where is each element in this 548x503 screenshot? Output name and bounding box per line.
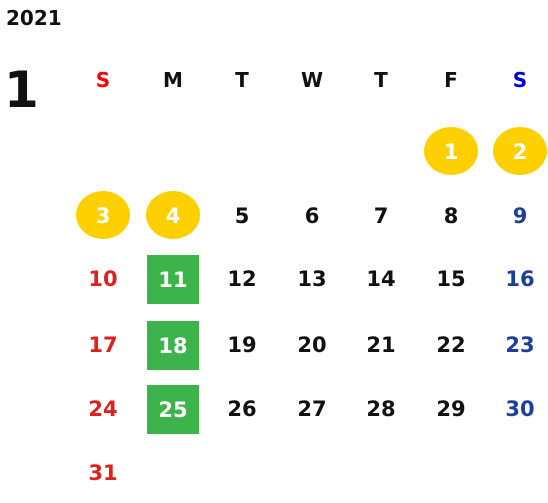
calendar-day-number: 3 — [95, 204, 111, 228]
weekday-header: W — [300, 68, 324, 92]
calendar-day-number: 4 — [165, 204, 181, 228]
calendar-day-number: 11 — [158, 267, 188, 292]
calendar-day[interactable]: 18 — [147, 321, 199, 370]
calendar-day[interactable]: 7 — [355, 194, 407, 238]
calendar-day-number: 18 — [158, 333, 188, 358]
calendar-day[interactable]: 24 — [77, 387, 129, 431]
calendar-day-number: 10 — [88, 267, 118, 291]
calendar-day-number: 19 — [227, 333, 257, 357]
calendar-day-number: 1 — [443, 140, 459, 164]
calendar-day-number: 23 — [505, 333, 535, 357]
calendar-day-number: 17 — [88, 333, 118, 357]
calendar-day[interactable]: 5 — [216, 194, 268, 238]
calendar-day-number: 20 — [297, 333, 327, 357]
calendar-day[interactable]: 4 — [146, 191, 200, 239]
calendar-day[interactable]: 17 — [77, 323, 129, 367]
calendar-day-number: 24 — [88, 397, 118, 421]
calendar-day-number: 15 — [436, 267, 466, 291]
calendar-day-number: 28 — [366, 397, 396, 421]
calendar-day-number: 7 — [373, 204, 389, 228]
calendar-day[interactable]: 19 — [216, 323, 268, 367]
calendar-day-number: 22 — [436, 333, 466, 357]
calendar-day[interactable]: 29 — [425, 387, 477, 431]
calendar-day[interactable]: 21 — [355, 323, 407, 367]
calendar-day[interactable]: 16 — [494, 257, 546, 301]
weekday-header: S — [512, 68, 528, 92]
calendar-day-number: 6 — [304, 204, 320, 228]
calendar-day-number: 9 — [512, 204, 528, 228]
calendar-day-number: 25 — [158, 397, 188, 422]
calendar-day-number: 5 — [234, 204, 250, 228]
calendar-day[interactable]: 15 — [425, 257, 477, 301]
calendar-day[interactable]: 8 — [425, 194, 477, 238]
calendar-day[interactable]: 9 — [494, 194, 546, 238]
calendar-day-number: 31 — [88, 461, 118, 485]
weekday-header: T — [235, 68, 249, 92]
calendar-day[interactable]: 13 — [286, 257, 338, 301]
calendar-day[interactable]: 31 — [77, 451, 129, 495]
calendar-day[interactable]: 2 — [493, 127, 547, 175]
calendar-day[interactable]: 10 — [77, 257, 129, 301]
calendar-day[interactable]: 26 — [216, 387, 268, 431]
calendar-day-number: 8 — [443, 204, 459, 228]
calendar-day-number: 14 — [366, 267, 396, 291]
weekday-header: T — [374, 68, 388, 92]
calendar-day[interactable]: 1 — [424, 127, 478, 175]
weekday-header: M — [163, 68, 183, 92]
calendar-day-number: 29 — [436, 397, 466, 421]
weekday-header: F — [444, 68, 458, 92]
calendar-day[interactable]: 6 — [286, 194, 338, 238]
calendar-day[interactable]: 27 — [286, 387, 338, 431]
calendar-day[interactable]: 12 — [216, 257, 268, 301]
calendar-day[interactable]: 30 — [494, 387, 546, 431]
calendar-day-number: 13 — [297, 267, 327, 291]
calendar-day-number: 16 — [505, 267, 535, 291]
month-number: 1 — [4, 61, 39, 119]
calendar-day-number: 21 — [366, 333, 396, 357]
calendar-day[interactable]: 14 — [355, 257, 407, 301]
calendar-day[interactable]: 28 — [355, 387, 407, 431]
calendar-day[interactable]: 23 — [494, 323, 546, 367]
calendar-day-number: 26 — [227, 397, 257, 421]
calendar-day[interactable]: 3 — [76, 191, 130, 239]
calendar-day-number: 27 — [297, 397, 327, 421]
calendar-day[interactable]: 11 — [147, 255, 199, 304]
calendar-day-number: 2 — [512, 140, 528, 164]
weekday-header: S — [95, 68, 111, 92]
year-label: 2021 — [6, 6, 62, 30]
calendar-day[interactable]: 25 — [147, 385, 199, 434]
calendar-day[interactable]: 20 — [286, 323, 338, 367]
calendar-day[interactable]: 22 — [425, 323, 477, 367]
calendar-day-number: 12 — [227, 267, 257, 291]
calendar-day-number: 30 — [505, 397, 535, 421]
